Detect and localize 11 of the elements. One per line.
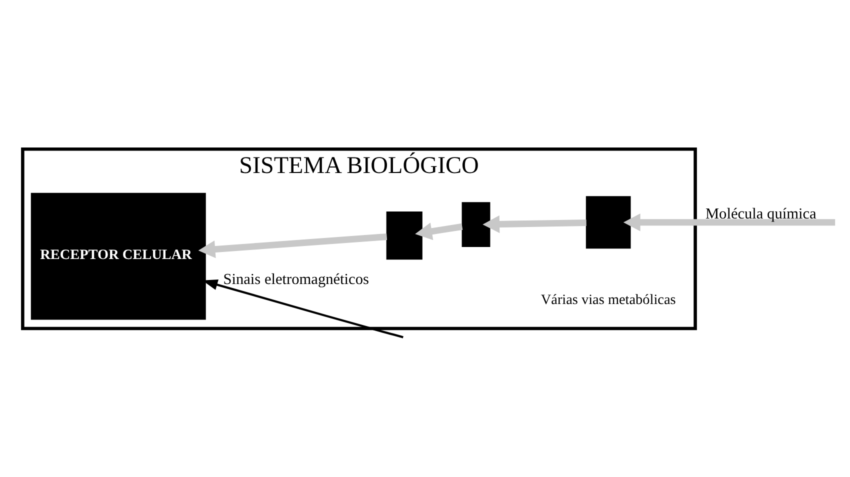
arrow xyxy=(198,232,388,258)
node-box xyxy=(386,210,422,260)
arrow xyxy=(623,213,836,231)
node-box: RECEPTOR CELULAR xyxy=(30,192,206,320)
edge-label: Molécula química xyxy=(705,204,816,222)
label: Várias vias metabólicas xyxy=(540,291,676,308)
node-box xyxy=(462,202,490,246)
node-box xyxy=(586,196,631,248)
edge-label: Sinais eletromagnéticos xyxy=(223,270,369,288)
arrow xyxy=(482,214,586,233)
arrow xyxy=(415,222,463,240)
